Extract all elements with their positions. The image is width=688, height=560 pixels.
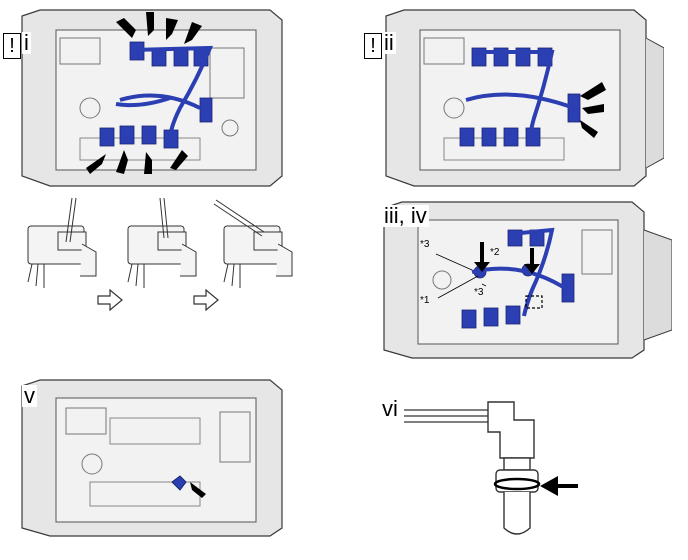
step-label-iii-iv: iii, iv (382, 203, 429, 228)
warning-box-icon: ! (364, 33, 382, 59)
callout-3a: *3 (420, 239, 430, 250)
connector-step-2 (127, 197, 197, 288)
illustration-step-vi (404, 392, 594, 542)
illustration-step-v (20, 378, 290, 538)
illustration-step-iii-iv (382, 200, 672, 360)
hollow-right-arrow-icon (193, 288, 219, 312)
illustration-step-i (20, 8, 286, 188)
warning-box-icon: ! (3, 33, 21, 59)
illustration-step-ii (384, 8, 664, 188)
step-label-v: v (22, 383, 37, 408)
connector-step-3 (213, 199, 293, 288)
callout-3b: *3 (474, 287, 484, 298)
step-label-ii: ii (382, 30, 396, 55)
callout-2: *2 (490, 247, 500, 258)
step-label-i: i (22, 30, 31, 55)
connector-release-sequence (18, 196, 298, 316)
connector-step-1 (27, 197, 97, 288)
callout-1: *1 (420, 295, 430, 306)
step-label-vi: vi (380, 396, 400, 421)
hollow-right-arrow-icon (97, 288, 123, 312)
